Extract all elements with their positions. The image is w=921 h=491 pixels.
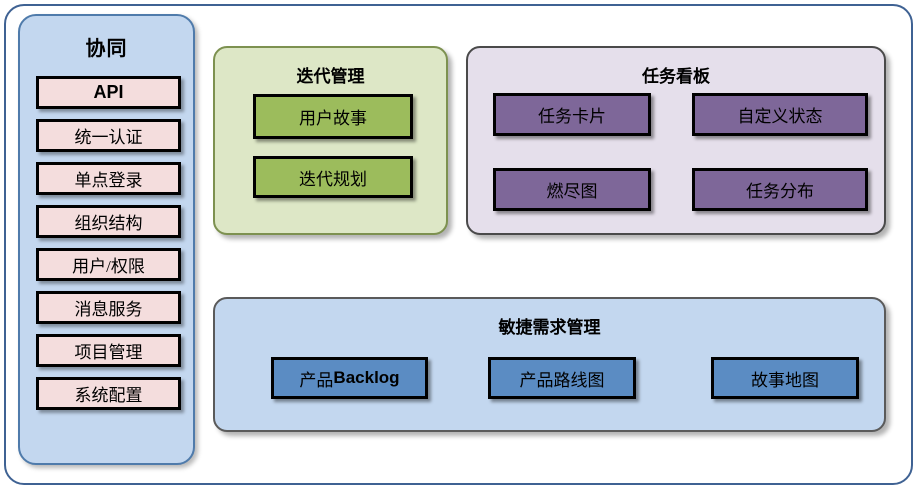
panel-task-board-title: 任务看板 [642, 67, 710, 86]
box-product-roadmap[interactable]: 产品路线图 [488, 357, 636, 399]
sidebar-title: 协同 [85, 38, 128, 60]
box-product-backlog-suffix: Backlog [333, 368, 400, 387]
sidebar-item-system-config[interactable]: 系统配置 [36, 377, 181, 410]
panel-iteration-management: 迭代管理 用户故事 迭代规划 [213, 46, 448, 235]
sidebar-item-project-management[interactable]: 项目管理 [36, 334, 181, 367]
sidebar-item-message-service[interactable]: 消息服务 [36, 291, 181, 324]
sidebar-item-api[interactable]: API [36, 76, 181, 109]
panel-iteration-management-title: 迭代管理 [296, 67, 365, 86]
sidebar-item-list: API 统一认证 单点登录 组织结构 用户/权限 消息服务 项目管理 系统配置 [36, 76, 181, 420]
box-task-distribution[interactable]: 任务分布 [692, 168, 868, 211]
box-story-map[interactable]: 故事地图 [711, 357, 859, 399]
sidebar-item-single-sign-on[interactable]: 单点登录 [36, 162, 181, 195]
box-task-card[interactable]: 任务卡片 [493, 93, 651, 136]
sidebar-item-org-structure[interactable]: 组织结构 [36, 205, 181, 238]
box-product-backlog-prefix: 产品 [299, 370, 334, 390]
sidebar-item-unified-auth[interactable]: 统一认证 [36, 119, 181, 152]
panel-agile-requirement-management-title: 敏捷需求管理 [498, 318, 601, 337]
panel-task-board: 任务看板 任务卡片 自定义状态 燃尽图 任务分布 [466, 46, 886, 235]
box-user-story[interactable]: 用户故事 [253, 94, 413, 139]
box-iteration-planning[interactable]: 迭代规划 [253, 156, 413, 198]
sidebar-item-user-permission[interactable]: 用户/权限 [36, 248, 181, 281]
sidebar-collaboration-panel: 协同 API 统一认证 单点登录 组织结构 用户/权限 消息服务 项目管理 系统… [18, 14, 195, 465]
box-burndown-chart[interactable]: 燃尽图 [493, 168, 651, 211]
box-custom-status[interactable]: 自定义状态 [692, 93, 868, 136]
